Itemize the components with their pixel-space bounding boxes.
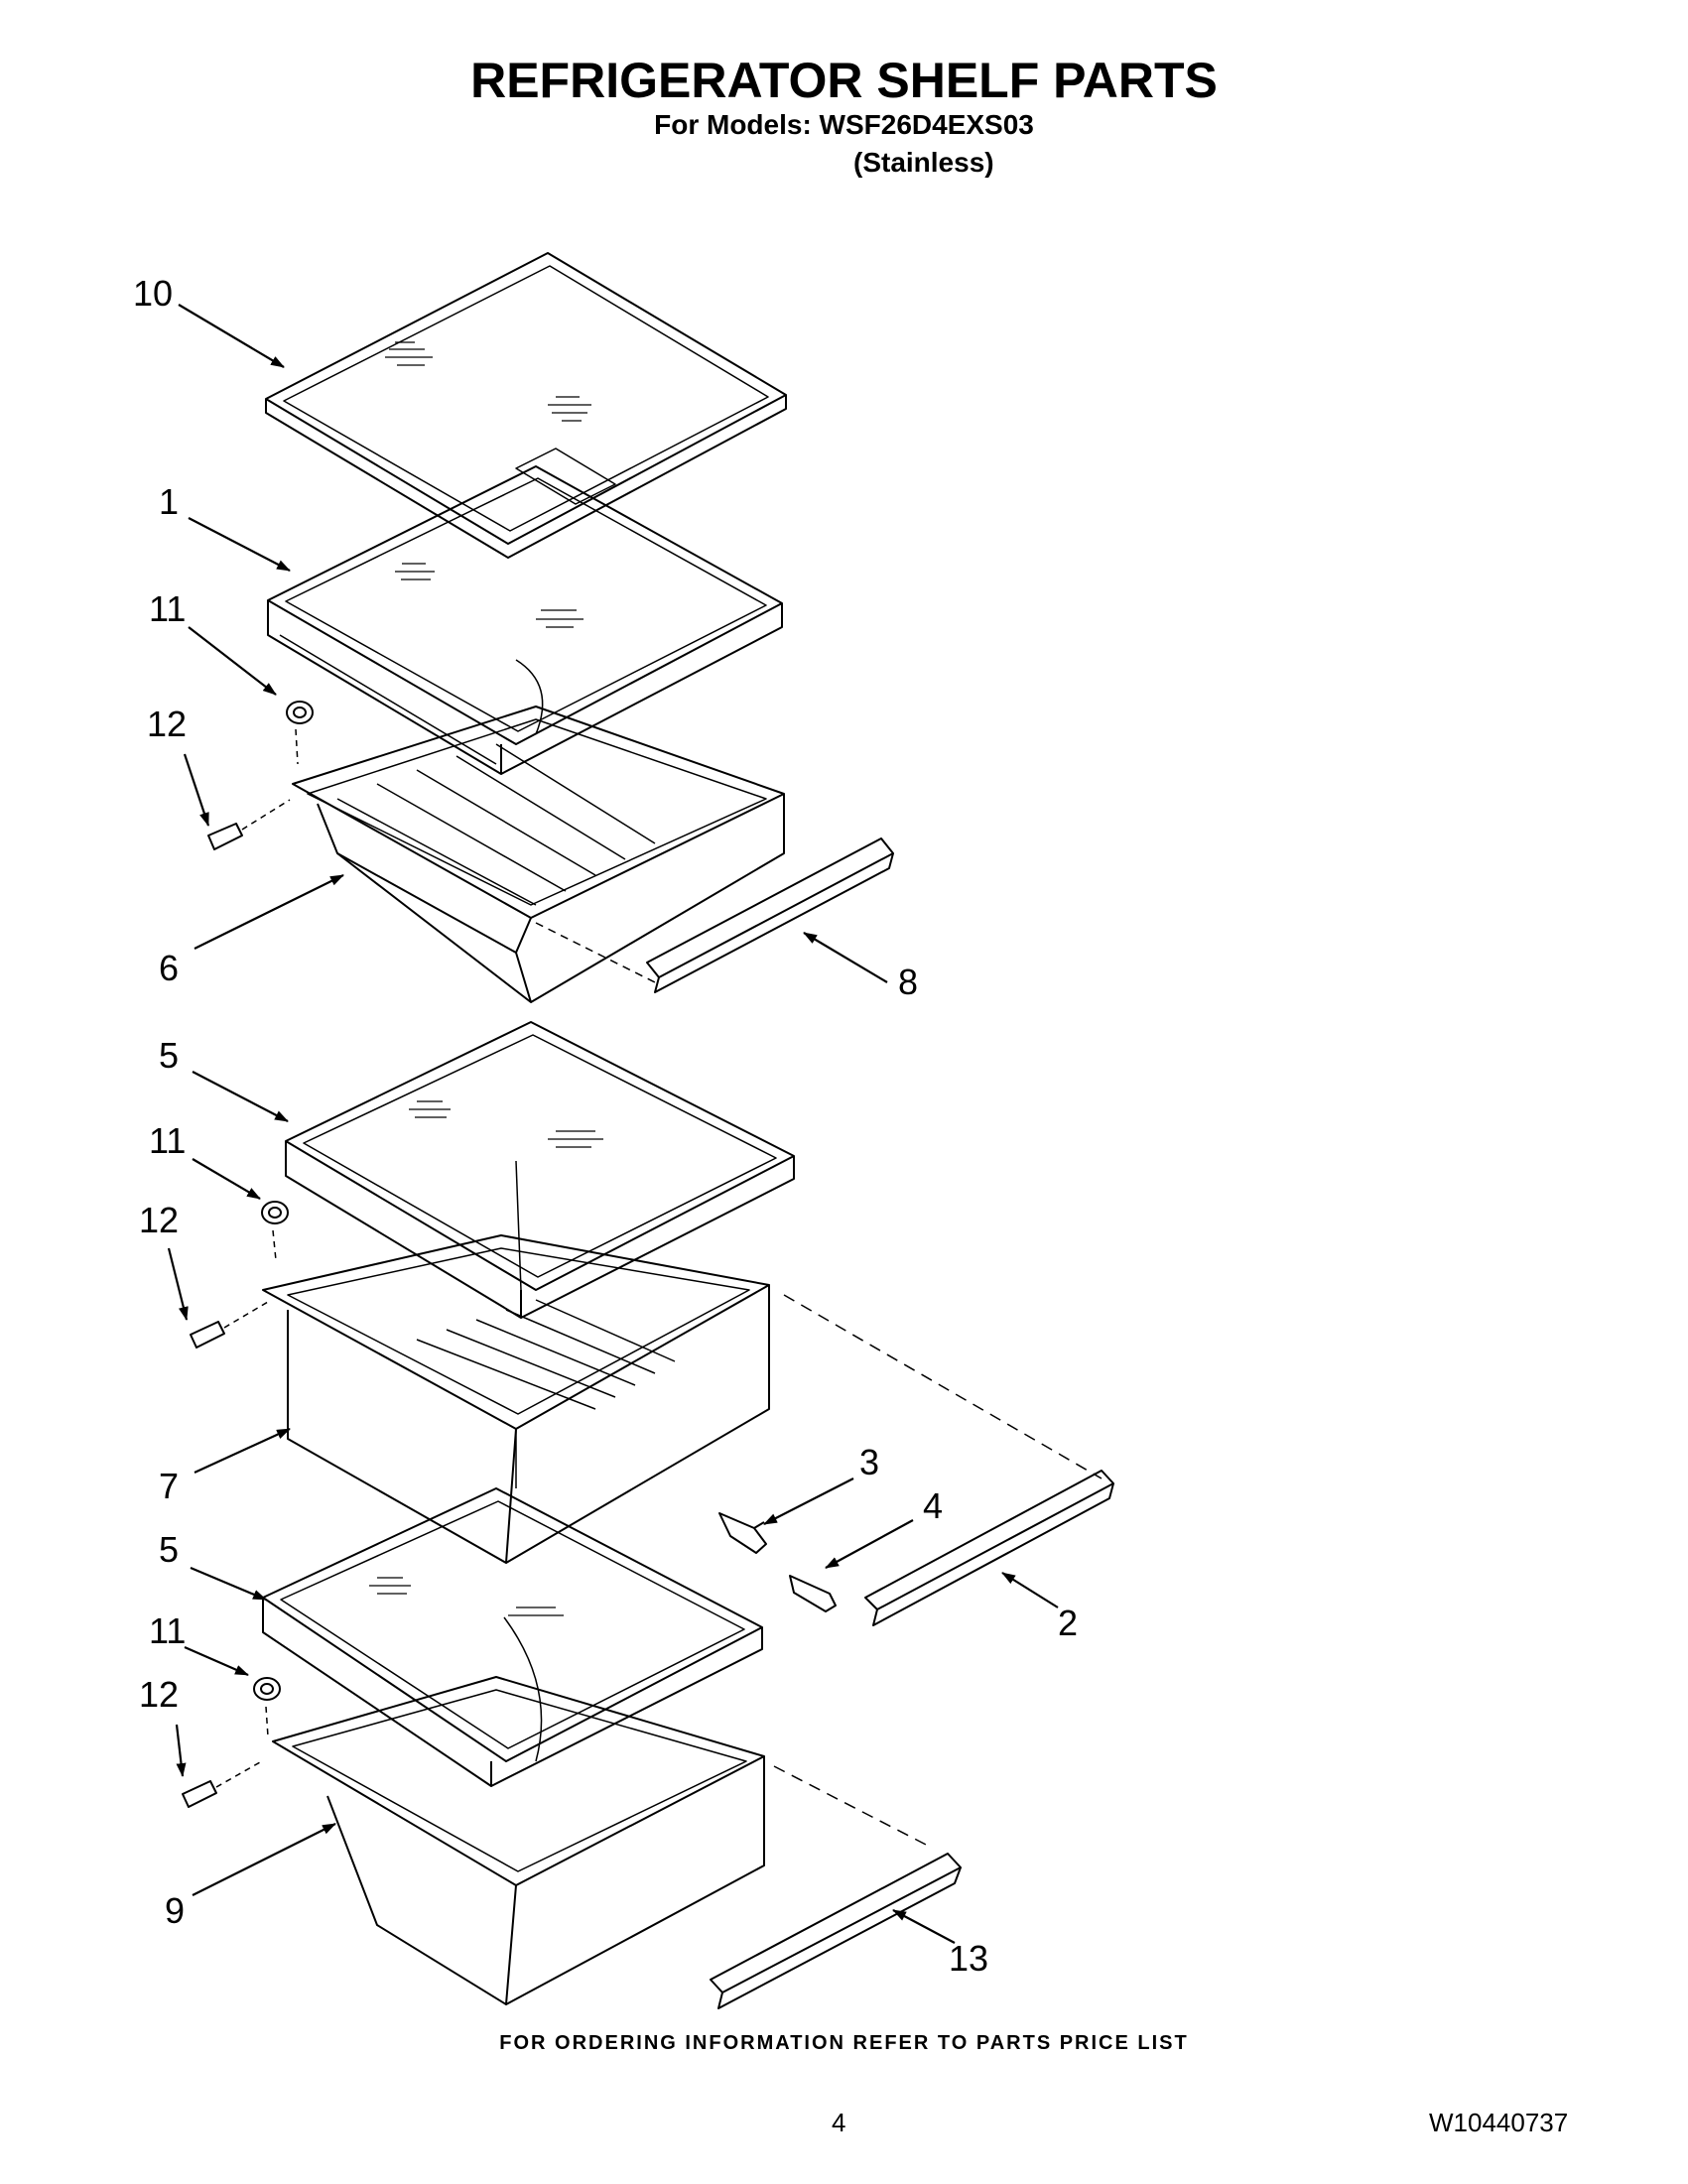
callout-11-top: 11: [149, 588, 187, 629]
callout-13: 13: [949, 1938, 989, 1979]
callout-11-lower: 11: [149, 1610, 187, 1651]
callout-12-middle: 12: [139, 1200, 180, 1240]
part-6-crisper-drawer: [292, 706, 785, 1003]
part-7-large-drawer: [262, 1234, 1103, 1564]
part-11-wheel-middle: [261, 1201, 289, 1261]
callout-6: 6: [159, 948, 180, 988]
callout-12-top: 12: [147, 704, 188, 744]
callout-5-middle: 5: [159, 1035, 180, 1076]
part-5-shelf-lower: [262, 1487, 763, 1787]
part-3-clip: [718, 1512, 767, 1554]
part-11-wheel-top: [286, 701, 314, 765]
callout-1: 1: [159, 481, 180, 522]
callout-3: 3: [859, 1442, 880, 1482]
callout-4: 4: [923, 1485, 944, 1526]
finish-subtitle: (Stainless): [853, 147, 994, 178]
part-1-shelf-frame: [267, 465, 783, 775]
ordering-note: FOR ORDERING INFORMATION REFER TO PARTS …: [499, 2032, 1189, 2054]
part-12-screw-top: [207, 799, 291, 850]
leader-arrows: [167, 304, 1059, 1944]
part-2-drawer-trim: [864, 1470, 1114, 1626]
callout-11-middle: 11: [149, 1120, 187, 1161]
part-13-drawer-trim: [710, 1853, 962, 2009]
callout-7: 7: [159, 1466, 180, 1506]
part-10-glass-shelf: [265, 252, 787, 559]
part-11-wheel-lower: [253, 1677, 281, 1737]
callout-8: 8: [898, 962, 919, 1002]
page-title: REFRIGERATOR SHELF PARTS: [470, 53, 1218, 108]
callout-5-lower: 5: [159, 1529, 180, 1570]
callout-9: 9: [165, 1890, 186, 1931]
callout-2: 2: [1058, 1603, 1079, 1643]
models-subtitle: For Models: WSF26D4EXS03: [654, 109, 1034, 140]
part-9-lower-drawer: [272, 1676, 929, 2005]
part-12-screw-middle: [190, 1301, 269, 1349]
part-5-shelf-middle: [285, 1021, 795, 1319]
part-12-screw-lower: [182, 1761, 261, 1808]
callout-12-lower: 12: [139, 1674, 180, 1715]
page-number: 4: [832, 2108, 846, 2137]
part-4-clip: [789, 1575, 837, 1612]
part-8-drawer-trim: [646, 837, 894, 993]
callout-10: 10: [133, 273, 174, 314]
document-number: W10440737: [1429, 2108, 1569, 2137]
